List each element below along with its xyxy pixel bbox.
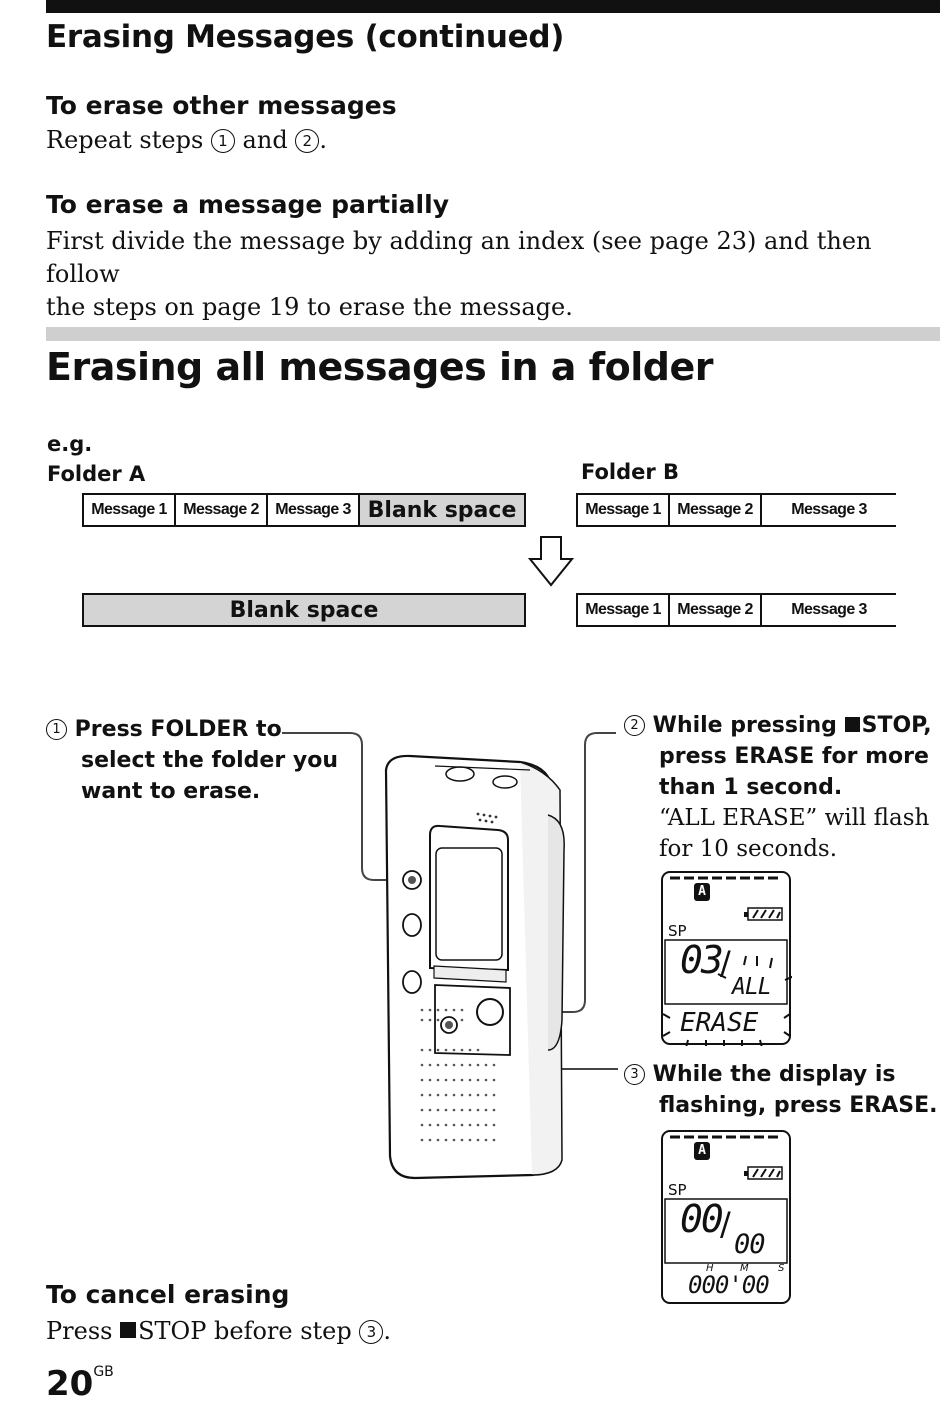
step-2-line-1: While pressing [652, 713, 845, 738]
stop-square-icon [844, 717, 860, 732]
step-1-line-2: select the folder you [81, 748, 338, 773]
lcd2-slash: / [720, 1205, 731, 1243]
page-number-value: 20 [46, 1364, 94, 1404]
section-rule [46, 327, 940, 341]
cancel-heading: To cancel erasing [46, 1280, 290, 1309]
lcd2-seconds-label: S [778, 1263, 785, 1274]
partial-line-1: First divide the message by adding an in… [46, 227, 872, 288]
step-ref-1: 1 [210, 129, 235, 153]
cancel-text-before: Press [46, 1317, 121, 1345]
folder-b-label: Folder B [581, 460, 680, 484]
step-1-number: 1 [46, 719, 67, 740]
folder-a-message-3: Message 3 [268, 495, 360, 525]
other-text-mid: and [242, 126, 288, 154]
folder-b-after-message-2: Message 2 [670, 595, 762, 625]
folder-a-after: Blank space [82, 593, 526, 627]
page-title: Erasing Messages (continued) [46, 19, 565, 55]
step-ref-3: 3 [359, 1320, 384, 1344]
lcd2-hours-label: H [706, 1263, 714, 1274]
step-2-line-3: than 1 second. [659, 775, 843, 800]
step-3-line-1: While the display is [652, 1062, 896, 1087]
lcd2-minutes-label: M [740, 1263, 749, 1274]
step-ref-2: 2 [295, 129, 320, 153]
folder-a-message-2: Message 2 [176, 495, 268, 525]
folder-b-message-1: Message 1 [578, 495, 670, 525]
folder-b-message-3: Message 3 [791, 501, 867, 518]
lcd1-erase: ERASE [680, 1008, 759, 1038]
eg-label: e.g. [47, 432, 93, 456]
folder-a-label: Folder A [47, 462, 146, 486]
step-2-note-2: for 10 seconds. [659, 836, 838, 862]
lcd-display-1: A SP 03 / ALL ERASE [660, 870, 792, 1046]
step-2-stop: STOP, [861, 713, 932, 738]
folder-b-message-2: Message 2 [670, 495, 762, 525]
cancel-text: Press STOP before step 3. [46, 1315, 391, 1348]
page-number-suffix: GB [93, 1364, 114, 1380]
folder-a-after-blank: Blank space [84, 595, 524, 625]
folder-b-after-message-1: Message 1 [578, 595, 670, 625]
other-text-before: Repeat steps [46, 126, 204, 154]
lcd1-current: 03 [680, 938, 724, 982]
folder-b-after: Message 1 Message 2 Message 3 [576, 593, 896, 627]
step-2-note: “ALL ERASE” will flash for 10 seconds. [659, 803, 929, 865]
folder-a-blank-space: Blank space [360, 495, 524, 525]
stop-square-icon-2 [120, 1322, 137, 1338]
section-title: Erasing all messages in a folder [46, 345, 714, 389]
folder-a-before: Message 1 Message 2 Message 3 Blank spac… [82, 493, 526, 527]
partial-line-2: the steps on page 19 to erase the messag… [46, 293, 573, 321]
lcd2-current: 00 [680, 1197, 724, 1241]
down-arrow-icon [528, 536, 574, 587]
step-2-note-1: “ALL ERASE” will flash [659, 805, 930, 831]
step-1-line-3: want to erase. [81, 779, 261, 804]
step-3: 3 While the display is flashing, press E… [624, 1059, 937, 1121]
lcd2-mode: SP [668, 1181, 687, 1199]
partial-heading: To erase a message partially [46, 190, 449, 219]
cancel-text-end: . [383, 1317, 391, 1345]
lcd2-folder: A [694, 1142, 710, 1160]
lcd-display-2: A SP 00 / 00 H M S 000'00 [660, 1129, 792, 1305]
folder-b-before: Message 1 Message 2 Message 3 [576, 493, 896, 527]
partial-text: First divide the message by adding an in… [46, 225, 946, 324]
lcd2-time: 000'00 [688, 1271, 770, 1299]
lcd1-folder: A [694, 883, 710, 901]
page-number: 20GB [46, 1364, 114, 1404]
lcd1-all: ALL [732, 974, 772, 1000]
step-2: 2 While pressing STOP, press ERASE for m… [624, 710, 932, 803]
step-3-line-2: flashing, press ERASE. [659, 1093, 938, 1118]
other-text-end: . [319, 126, 327, 154]
other-messages-text: Repeat steps 1 and 2. [46, 124, 327, 157]
step-1-line-1: Press FOLDER to [74, 717, 282, 742]
step-2-line-2: press ERASE for more [659, 744, 929, 769]
folder-a-message-1: Message 1 [84, 495, 176, 525]
folder-b-after-message-3: Message 3 [791, 601, 867, 618]
lcd2-total: 00 [734, 1229, 766, 1260]
other-messages-heading: To erase other messages [46, 91, 397, 120]
voice-recorder-illustration [282, 732, 618, 1180]
header-rule [46, 0, 940, 13]
step-1: 1 Press FOLDER to select the folder you … [46, 714, 338, 807]
lcd1-slash: / [720, 944, 731, 982]
cancel-stop-text: STOP before step [138, 1317, 360, 1345]
lcd1-mode: SP [668, 922, 687, 940]
